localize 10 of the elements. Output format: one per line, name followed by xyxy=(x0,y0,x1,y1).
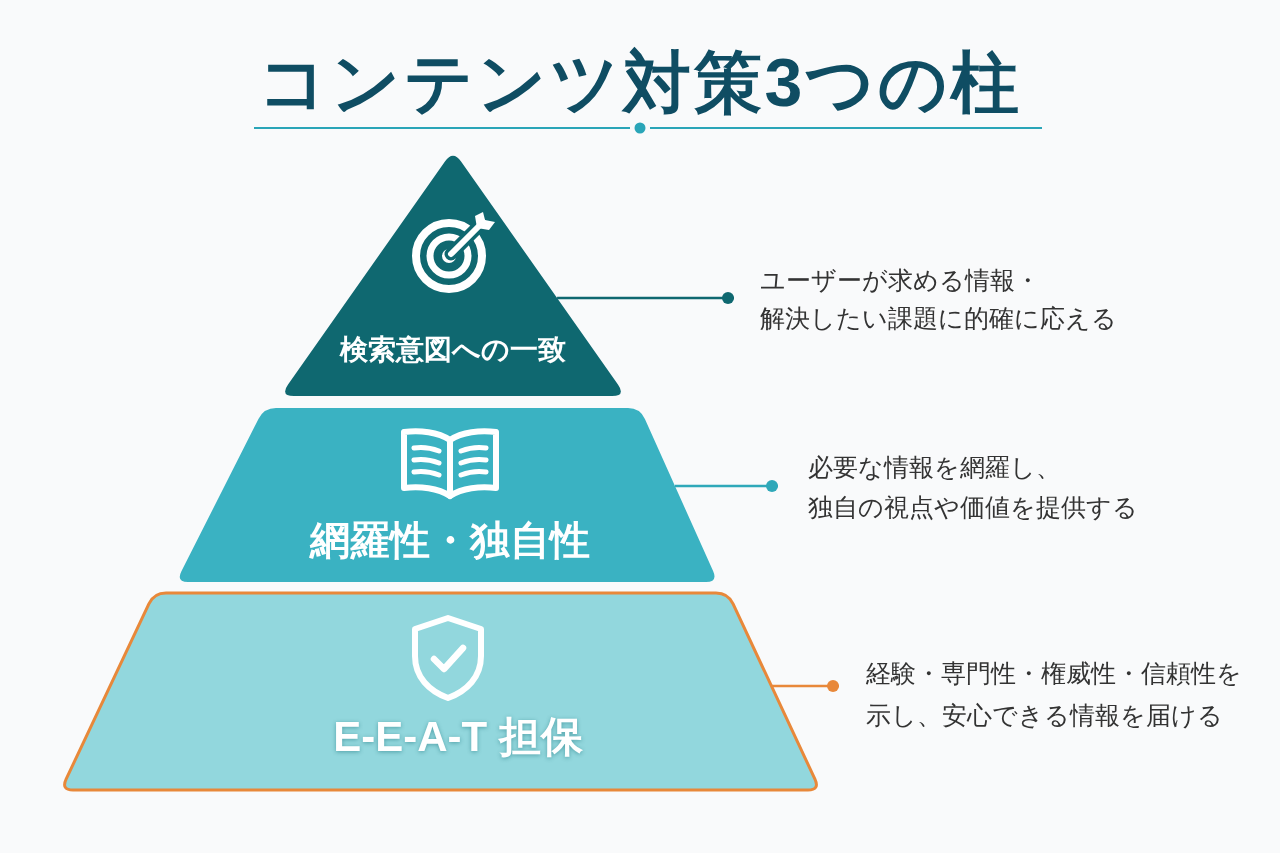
tier-label: 網羅性・独自性 xyxy=(310,517,590,564)
tier-label: 検索意図への一致 xyxy=(340,333,566,367)
connector-line xyxy=(771,680,839,692)
title: コンテンツ対策3つの柱 xyxy=(257,43,1023,122)
connector-line xyxy=(557,292,734,304)
tier-label: E-E-A-T 担保 xyxy=(333,712,583,762)
description-text: 経験・専門性・権威性・信頼性を示し、安心できる情報を届ける xyxy=(866,658,1243,731)
description-text: 必要な情報を網羅し、独自の視点や価値を提供する xyxy=(808,452,1139,523)
connector-line xyxy=(674,480,778,492)
description-text: ユーザーが求める情報・解決したい課題に的確に応える xyxy=(760,265,1118,334)
